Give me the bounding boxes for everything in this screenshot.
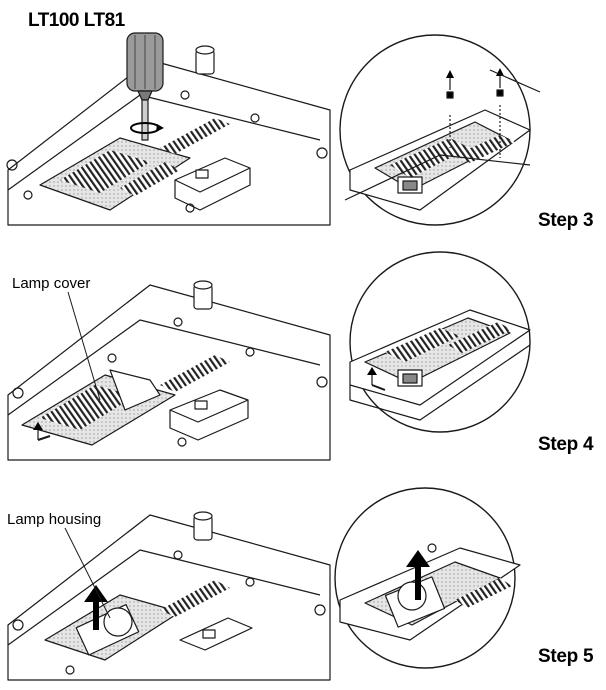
screwdriver-icon (126, 32, 164, 141)
step5-projector (7, 511, 331, 681)
step4-zoom-circle (349, 251, 531, 433)
model-title: LT100 LT81 (28, 10, 125, 31)
step3-zoom-circle (339, 34, 541, 226)
step-4-label: Step 4 (538, 434, 594, 455)
lamp-housing-callout: Lamp housing (7, 511, 102, 528)
step-3-label: Step 3 (538, 210, 594, 231)
lamp-cover-callout: Lamp cover (12, 275, 91, 292)
step5-zoom-circle (334, 487, 521, 669)
step4-projector (7, 280, 331, 461)
step3-projector (6, 45, 331, 226)
step-5-label: Step 5 (538, 646, 594, 667)
